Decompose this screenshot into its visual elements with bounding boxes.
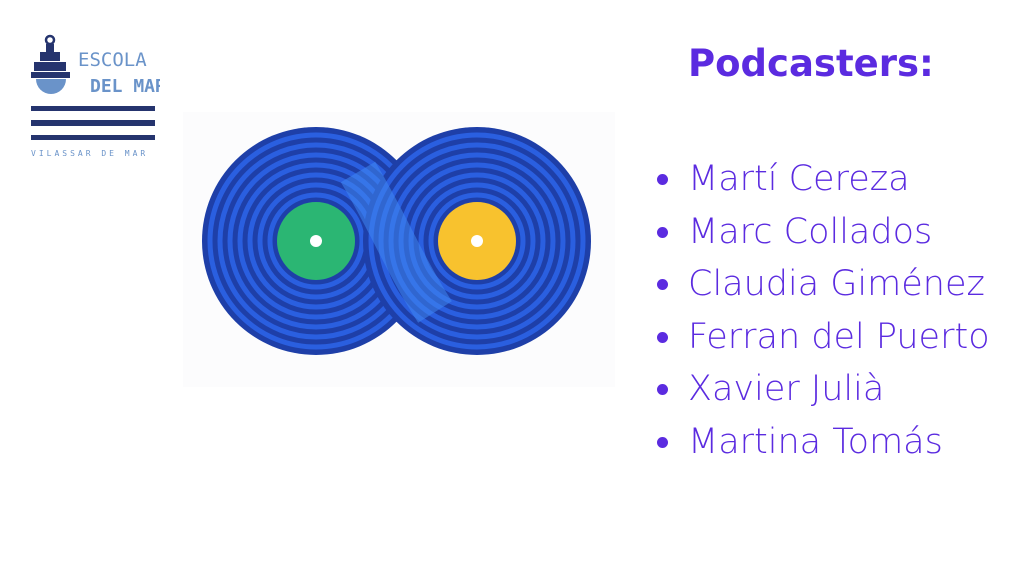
left-disc-groove [267,192,365,290]
logo-text-line1: ESCOLA [78,49,147,71]
podcaster-name: Ferran del Puerto [688,316,990,357]
podcaster-item: Marc Collados [655,208,990,261]
page-title: Podcasters: [688,42,934,85]
escola-del-mar-logo: ESCOLA DEL MAR VILASSAR DE MAR [31,34,160,158]
podcaster-name: Claudia Giménez [688,264,985,304]
bullet-icon [657,331,668,343]
right-disc-groove [418,182,536,300]
bullet-icon [657,279,668,290]
podcaster-name: Martina Tomás [688,421,943,462]
bullet-icon [657,226,668,238]
logo-text-line2: DEL MAR [90,76,160,97]
podcaster-name: Marc Collados [688,211,933,252]
bullet-icon [657,436,668,448]
right-disc-groove [428,192,526,290]
podcaster-name: Martí Cereza [688,159,910,199]
logo-subtitle: VILASSAR DE MAR [31,149,148,158]
podcaster-item: Claudia Giménez [655,260,990,313]
infinity-crossing [340,161,452,323]
podcaster-item: Martina Tomás [655,418,990,471]
right-disc-groove [368,132,586,350]
bullet-icon [657,174,668,185]
left-disc-hole [310,235,322,247]
podcaster-item: Ferran del Puerto [655,313,990,366]
podcaster-item: Martí Cereza [655,155,990,208]
podcaster-item: Xavier Julià [655,365,990,418]
right-disc-hole [471,235,483,247]
infinity-vinyl-illustration [183,112,615,387]
bullet-icon [657,384,668,395]
podcaster-name: Xavier Julià [688,369,885,409]
